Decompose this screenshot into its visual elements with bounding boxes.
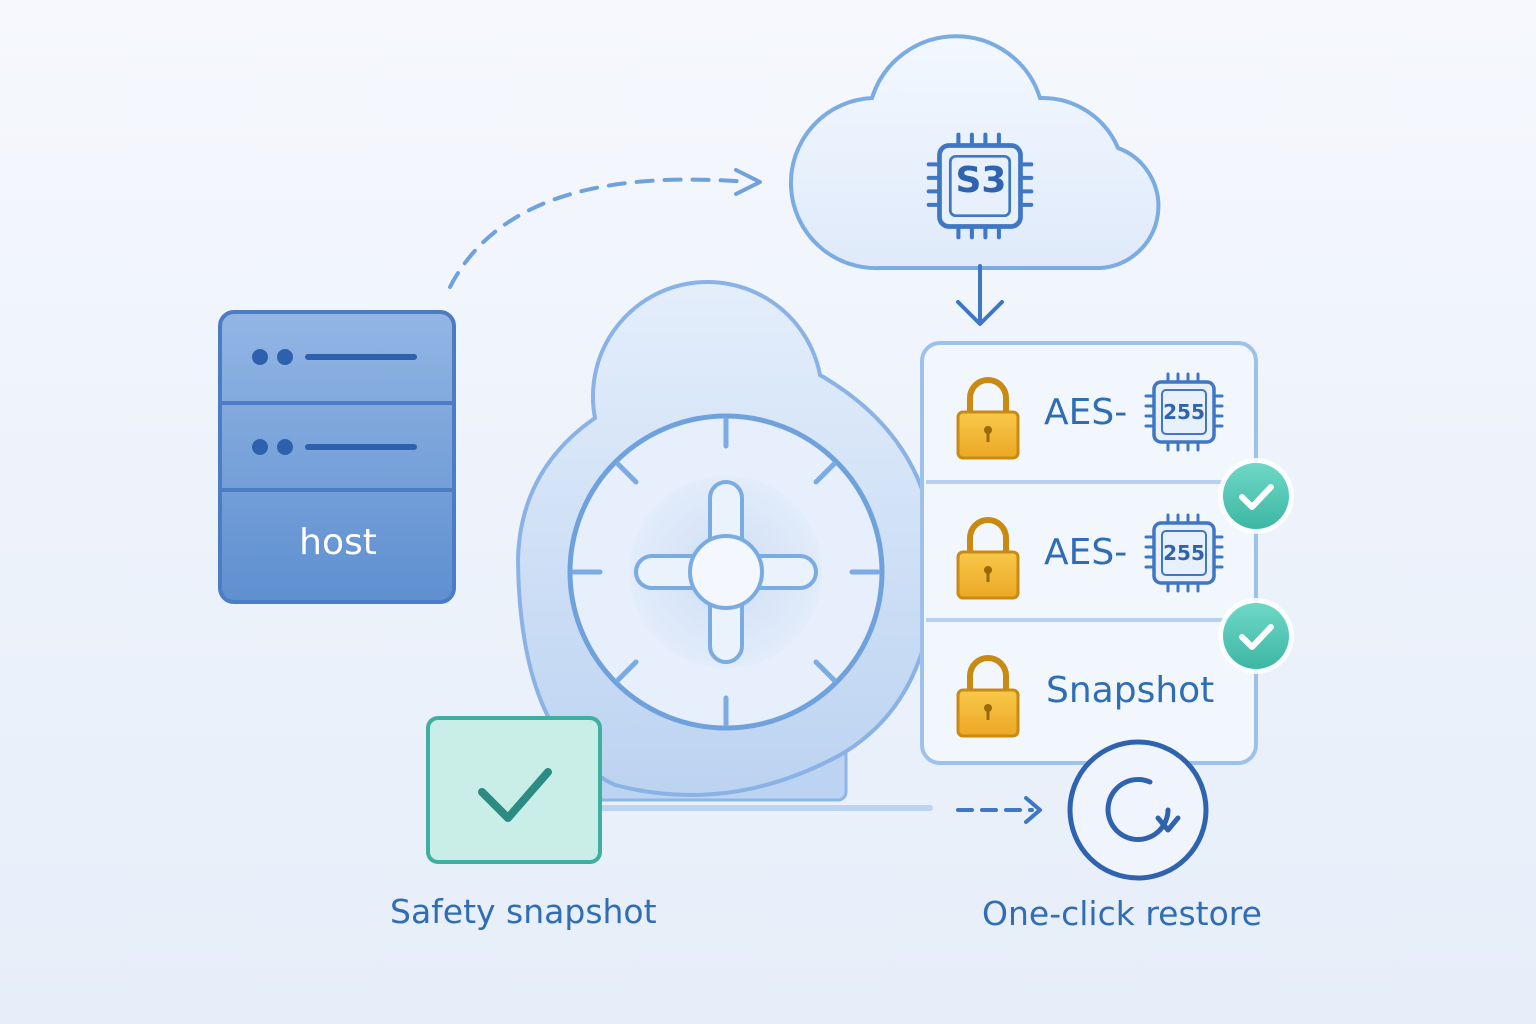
check-icon bbox=[1218, 598, 1294, 674]
vault-icon bbox=[515, 279, 938, 811]
encryption-row-1-label: AES- bbox=[1044, 392, 1128, 433]
check-icon bbox=[1218, 458, 1294, 534]
encryption-row-2-chip: 255 bbox=[1163, 541, 1205, 565]
restore-arrow bbox=[956, 796, 1042, 824]
restore-icon bbox=[1067, 739, 1209, 881]
encryption-row-1-chip: 255 bbox=[1163, 400, 1205, 424]
host-to-cloud-arrow bbox=[448, 168, 762, 289]
safety-snapshot-check-icon bbox=[426, 716, 602, 864]
host-label: host bbox=[299, 522, 377, 563]
encryption-row-2-label: AES- bbox=[1044, 532, 1128, 573]
one-click-restore-label: One-click restore bbox=[982, 894, 1262, 933]
server-icon bbox=[218, 310, 456, 604]
safety-snapshot-label: Safety snapshot bbox=[390, 892, 657, 931]
snapshot-row-label: Snapshot bbox=[1046, 670, 1215, 711]
cloud-to-list-arrow bbox=[956, 264, 1004, 326]
s3-label: S3 bbox=[955, 160, 1007, 201]
